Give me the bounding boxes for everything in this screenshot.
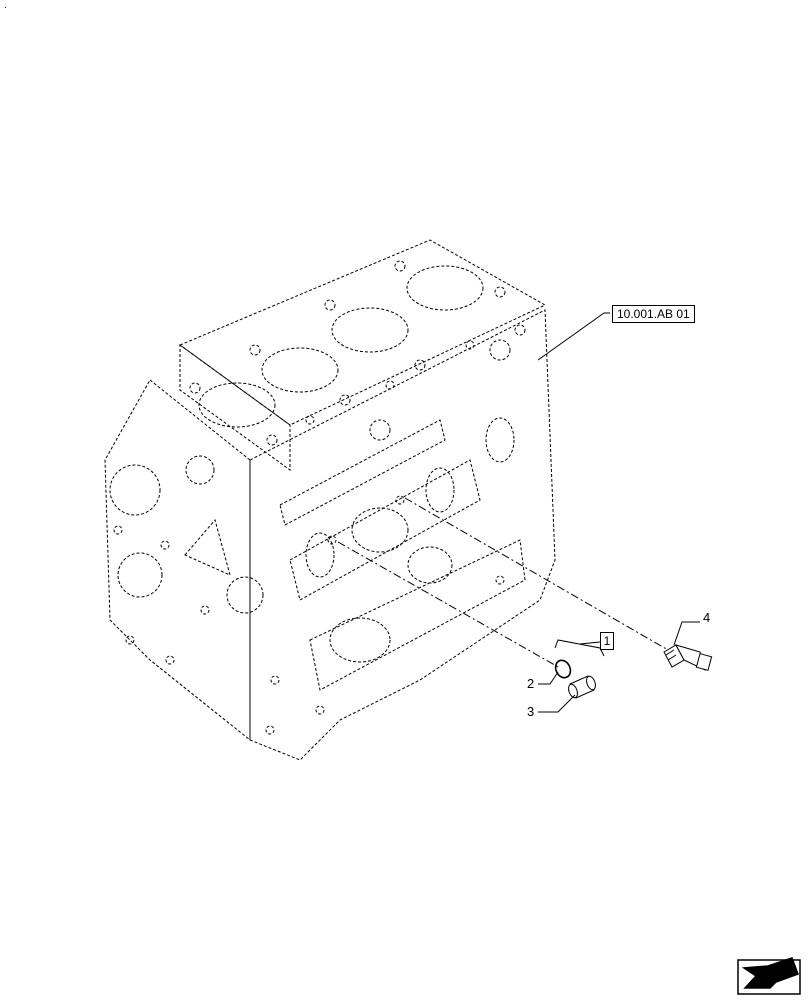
plug-icon bbox=[568, 675, 596, 699]
o-ring-icon bbox=[554, 659, 572, 679]
kit-label: 1 bbox=[600, 632, 614, 650]
reference-label[interactable]: 10.001.AB 01 bbox=[612, 305, 695, 323]
next-page-arrow-icon[interactable] bbox=[737, 957, 801, 995]
reference-leader bbox=[537, 312, 610, 361]
corner-mark: . bbox=[4, 0, 7, 11]
callout-4: 4 bbox=[703, 610, 711, 625]
callout-3: 3 bbox=[527, 704, 535, 719]
callout-leaders bbox=[538, 621, 700, 713]
kit-bracket bbox=[554, 639, 605, 657]
callout-2: 2 bbox=[527, 676, 535, 691]
projection-lines bbox=[337, 497, 669, 669]
engine-block-icon bbox=[104, 239, 556, 761]
pressure-switch-icon bbox=[663, 644, 713, 671]
